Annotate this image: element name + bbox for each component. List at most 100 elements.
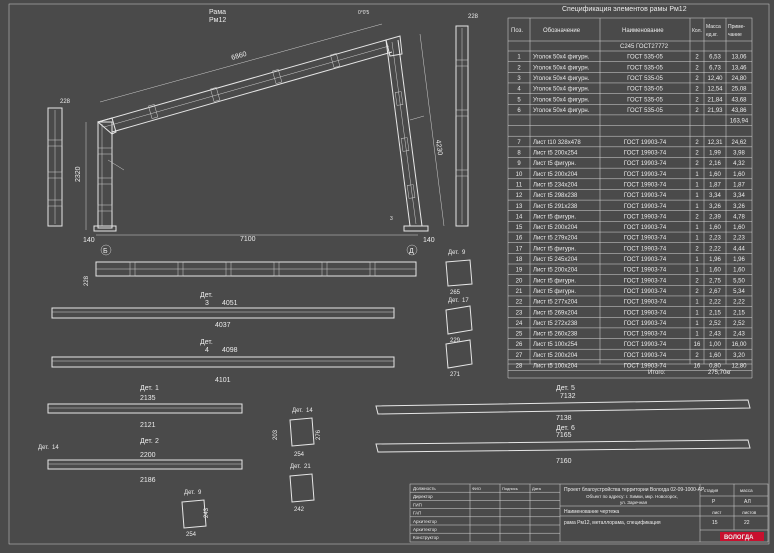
spec-cell-qty: 1 [695,257,699,263]
detail-14-plate [289,417,315,447]
spec-h-note2: чание [728,32,742,38]
detail-9-b: 265 [450,290,461,296]
spec-cell-note: 16,00 [731,342,747,348]
spec-cell-pos: 4 [517,87,521,93]
spec-cell-designation: Лист t5 фигурн. [533,161,576,167]
spec-cell-pos: 9 [517,161,521,167]
spec-cell-designation: Лист t10 328х478 [533,140,581,146]
spec-cell-pos: 19 [516,268,523,274]
spec-cell-pos: 7 [517,140,521,146]
spec-cell-qty: 2 [695,65,699,71]
spec-border [507,17,753,365]
spec-cell-qty: 2 [695,87,699,93]
spec-cell-note: 3,34 [733,193,745,199]
spec-cell-qty: 1 [695,268,699,274]
right-column-outer [385,39,411,227]
spec-cell-note: 12,80 [731,364,747,370]
spec-cell-mass: 21,93 [707,108,723,114]
detail-21-num: 21 [304,464,311,470]
stamp-scale: АЛ [744,499,751,505]
spec-cell-name: ГОСТ 19903-74 [624,182,667,188]
top-beam-mid [103,45,390,128]
axis-d-label: Д [409,248,414,255]
spec-cell-note: 3,26 [733,204,745,210]
spec-h-designation: Обозначение [543,28,581,34]
spec-cell-note: 13,06 [731,55,747,61]
right-column-mid [391,41,417,225]
detail-9-num: 9 [462,250,466,256]
detail-20-b: 271 [450,372,461,378]
detail-4-bar [51,356,395,368]
detail-9-plate [445,259,473,287]
detail-4-num: 4 [205,347,209,354]
side-plate [47,199,63,207]
spec-cell-designation: Лист t5 291х238 [533,204,578,210]
spec-cell-qty: 2 [695,289,699,295]
spec-cell-pos: 18 [516,257,523,263]
detail-2-label: Дет. [140,438,153,445]
sheet-border [8,3,770,545]
axis-d-marker [406,244,418,256]
spec-cell-note: 1,96 [733,257,745,263]
leader [107,159,125,171]
detail-14-num: 14 [306,408,313,414]
spec-cell-note: 3,98 [733,151,745,157]
spec-cell-name: ГОСТ 535-05 [627,55,663,61]
spec-cell-pos: 25 [516,332,523,338]
base-left-dim: 140 [83,237,95,244]
spec-cell-qty: 2 [695,140,699,146]
spec-cell-pos: 6 [517,108,521,114]
spec-cell-name: ГОСТ 535-05 [627,76,663,82]
spec-cell-mass: 1,00 [709,342,721,348]
detail-17: Дет. 17 229 [445,298,473,344]
spec-cell-designation: Лист t5 фигурн. [533,246,576,252]
spec-cell-note: 2,52 [733,321,745,327]
spec-cell-pos: 11 [516,182,523,188]
spec-cell-mass: 2,52 [709,321,721,327]
detail-bl2-a: 243 [204,507,210,518]
stamp-project: Проект благоустройства территории Вологд… [564,486,705,493]
beam-plate [210,87,221,102]
spec-cell-note: 2,43 [733,332,745,338]
beam-plate [330,53,341,68]
detail-14-b: 276 [316,429,322,440]
top-dim-value: 6860 [231,51,248,62]
spec-cell-name: ГОСТ 19903-74 [624,278,667,284]
spec-cell-pos: 2 [517,65,521,71]
stamp-stage-h: стадия [704,488,719,493]
detail-14: Дет. 14 203 276 254 [273,408,322,458]
stamp-row-label: Директор [413,494,433,499]
side-column-right [455,25,469,227]
spec-cell-designation: Лист t5 272х238 [533,321,578,327]
spec-cell-qty: 1 [695,300,699,306]
spec-cell-note: 43,86 [731,108,747,114]
spec-cell-designation: Лист t5 298х238 [533,193,578,199]
spec-h-qty: Кол. [692,28,702,34]
spec-cell-qty: 2 [695,108,699,114]
spec-cell-note: 3,20 [733,353,745,359]
spec-cell-pos: 5 [517,97,521,103]
spec-cell-mass: 3,26 [709,204,721,210]
spec-cell-name: ГОСТ 19903-74 [624,172,667,178]
detail-4: Дет. 4 4098 4101 [51,339,395,384]
company-logo-text: ВОЛОГДА [724,535,754,541]
spec-cell-pos: 28 [516,364,523,370]
spec-cell-note: 24,80 [731,76,747,82]
spec-cell-designation: Лист t5 200х204 [533,225,578,231]
spec-cell-pos: 27 [516,353,523,359]
stamp-address: Объект по адресу: г. Химки, мкр. Новогор… [586,494,678,499]
spec-cell-note: 4,78 [733,214,745,220]
column-plate [406,184,416,199]
detail-3-top: 4051 [222,300,238,307]
slope-label: 3 [390,216,393,222]
spec-cell-mass: 2,75 [709,278,721,284]
detail-2-bar [47,459,243,470]
detail-4-bot: 4101 [215,377,231,384]
plan-plate [321,261,328,277]
spec-cell-note: 2,15 [733,310,745,316]
detail-2-top: 2200 [140,452,156,459]
beam-plate [272,69,283,84]
spec-cell-name: ГОСТ 535-05 [627,65,663,71]
detail-21-plate [289,473,315,503]
diag-dim-value: 4230 [434,139,443,156]
